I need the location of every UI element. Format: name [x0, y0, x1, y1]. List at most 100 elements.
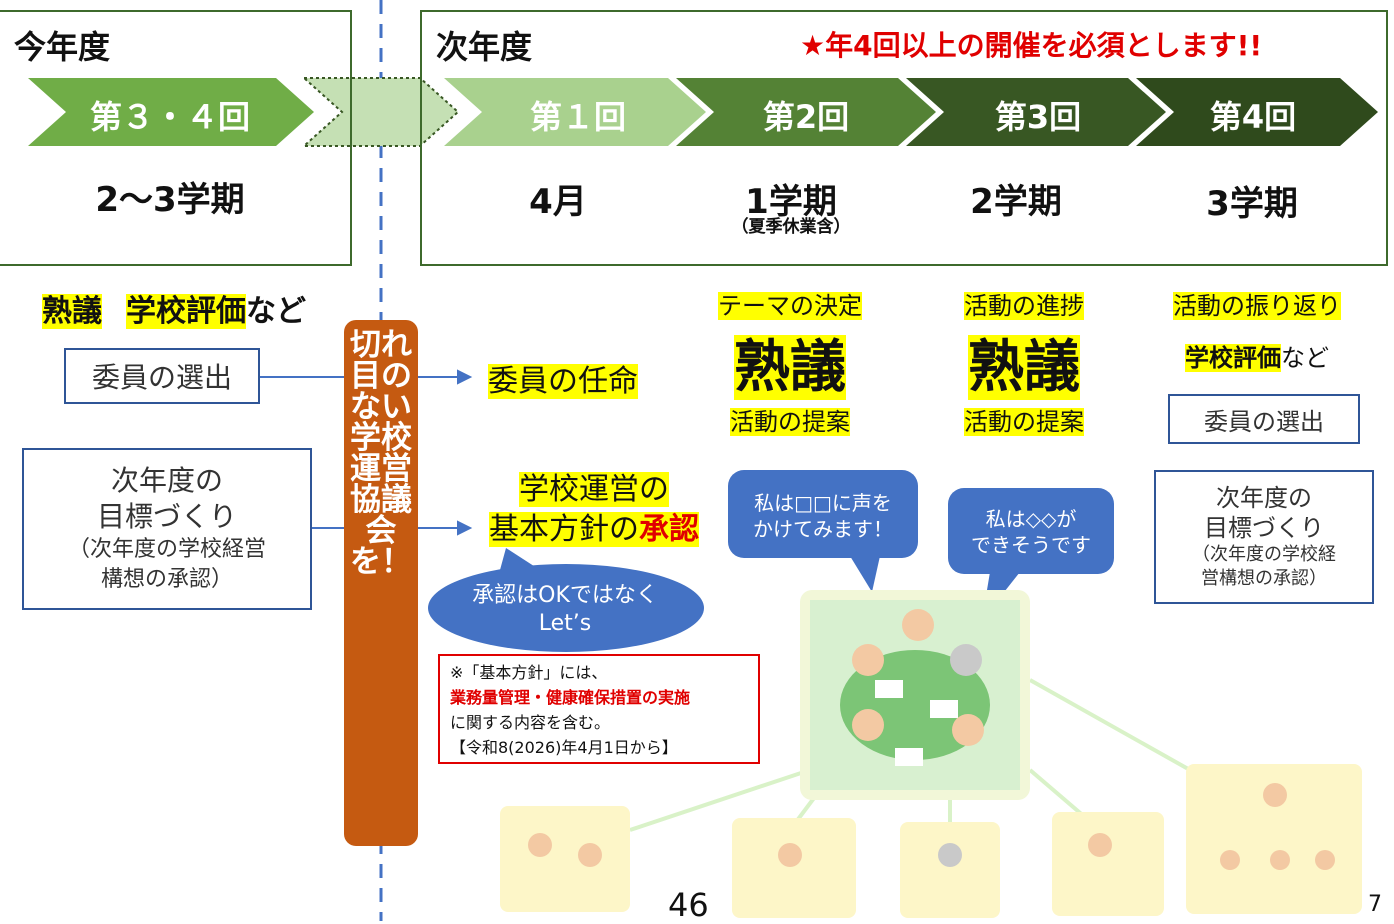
theme-decision: テーマの決定: [718, 292, 862, 320]
person-icon: [1263, 783, 1287, 807]
activity-illustration: [900, 822, 1000, 918]
activity-illustration: [732, 818, 856, 918]
round-2-deliberation: 熟議: [734, 335, 846, 400]
person-icon: [938, 843, 962, 867]
chevron-current: [28, 78, 314, 146]
goal-line-2: 目標づくり: [96, 500, 237, 533]
round-3-period: 2学期: [970, 182, 1062, 222]
round-3-bottom: 活動の提案: [924, 402, 1124, 437]
person-icon: [1088, 833, 1112, 857]
member-appointment: 委員の任命: [488, 356, 638, 400]
person-icon: [1270, 850, 1290, 870]
round-2-top: テーマの決定: [690, 286, 890, 321]
round-3-top: 活動の進捗: [924, 286, 1124, 321]
approval-bubble-text: 承認はOKではなく Let’s: [440, 582, 690, 638]
approval-bubble-tail: [500, 548, 540, 570]
round-4-goal-box: 次年度の 目標づくり （次年度の学校経 営構想の承認）: [1154, 470, 1374, 604]
left-tags: 熟議学校評価など: [42, 286, 306, 330]
round-4-member-selection-text: 委員の選出: [1204, 407, 1324, 436]
chevron-current-label: 第３・４回: [89, 98, 250, 136]
activity-illustration: [1052, 812, 1164, 916]
policy-approval-line-2b: 承認: [639, 512, 699, 547]
speech-right-line-2: できそうです: [971, 533, 1091, 557]
paper-icon: [895, 748, 923, 766]
next-year-box: [420, 10, 1388, 266]
person-icon: [952, 714, 984, 746]
continuity-banner-text: 切れ目のない学校運営協議会を！: [350, 327, 412, 580]
paper-icon: [875, 680, 903, 698]
activity-review: 活動の振り返り: [1173, 292, 1341, 320]
chevron-round-4: [1136, 78, 1378, 146]
paper-icon: [930, 700, 958, 718]
chevron-round-4-label: 第4回: [1209, 98, 1297, 136]
round-3-main: 熟議: [924, 322, 1124, 403]
policy-approval-line-1: 学校運営の: [519, 472, 669, 507]
round-4-goal-line-1: 次年度の: [1216, 484, 1312, 512]
speech-bubble-tail: [850, 556, 880, 592]
connector-line: [629, 768, 811, 832]
person-icon: [1315, 850, 1335, 870]
round-4-top: 活動の振り返り: [1150, 286, 1364, 321]
policy-note-line-4: 【令和8(2026)年4月1日から】: [450, 738, 678, 757]
chevron-round-1-label: 第１回: [529, 98, 626, 136]
approval-bubble-line-1: 承認はOKではなく: [472, 583, 658, 608]
policy-note-line-3: に関する内容を含む。: [450, 713, 611, 732]
person-icon: [902, 609, 934, 641]
policy-note-line-1: ※「基本方針」には、: [450, 663, 608, 682]
current-year-title: 今年度: [14, 28, 111, 66]
speech-bubble-right: [948, 488, 1114, 574]
chevron-round-2-label: 第2回: [762, 98, 850, 136]
person-icon: [852, 644, 884, 676]
round-3-activity-proposal: 活動の提案: [964, 408, 1084, 436]
round-4-member-selection-box: 委員の選出: [1168, 394, 1360, 444]
speech-right-line-1: 私は◇◇が: [985, 507, 1077, 531]
current-year-box: [0, 10, 352, 266]
current-period: 2～3学期: [95, 180, 245, 220]
round-2-main: 熟議: [690, 322, 890, 403]
policy-approval-line-2a: 基本方針の: [489, 512, 639, 547]
round-4-school-evaluation: 学校評価: [1185, 344, 1281, 372]
round-1-period: 4月: [529, 182, 587, 222]
next-year-title: 次年度: [436, 28, 533, 66]
approval-bubble-line-2: Let’s: [538, 611, 592, 636]
etc-text: など: [246, 294, 306, 329]
chevron-round-3: [906, 78, 1166, 146]
round-3-deliberation: 熟議: [968, 335, 1080, 400]
chevron-round-3-label: 第3回: [994, 98, 1082, 136]
policy-approval: 学校運営の 基本方針の承認: [474, 470, 714, 550]
member-selection-box: 委員の選出: [64, 348, 260, 404]
speech-left-line-1: 私は□□に声を: [754, 491, 892, 515]
round-4-goal-line-3: （次年度の学校経: [1192, 544, 1336, 565]
school-evaluation-tag: 学校評価: [126, 294, 246, 329]
person-icon: [1220, 850, 1240, 870]
round-4-eval: 学校評価など: [1150, 338, 1364, 373]
activity-illustration: [1186, 764, 1362, 914]
person-icon: [578, 843, 602, 867]
person-icon: [852, 709, 884, 741]
slide-number: 7: [1368, 892, 1382, 917]
arrow-head-icon: [457, 520, 473, 536]
chevron-round-1: [444, 78, 706, 146]
connector-line: [1029, 678, 1191, 772]
speech-right-text: 私は◇◇が できそうです: [948, 506, 1114, 558]
member-selection-text: 委員の選出: [91, 361, 232, 394]
round-2-bottom: 活動の提案: [690, 402, 890, 437]
round-4-etc: など: [1281, 344, 1329, 372]
speech-left-line-2: かけてみます！: [753, 517, 893, 541]
person-icon: [778, 843, 802, 867]
speech-bubble-left: [728, 470, 918, 558]
requirement-notice: ★年4回以上の開催を必須とします!!: [800, 29, 1263, 62]
goal-line-4: 構想の承認）: [100, 567, 233, 592]
member-appointment-text: 委員の任命: [488, 364, 638, 399]
goal-line-3: （次年度の学校経営: [67, 537, 266, 562]
round-4-period: 3学期: [1206, 184, 1298, 224]
person-icon: [528, 833, 552, 857]
goal-setting-box: 次年度の 目標づくり （次年度の学校経営 構想の承認）: [22, 448, 312, 610]
speech-left-text: 私は□□に声を かけてみます！: [728, 490, 918, 542]
approval-bubble: [428, 564, 704, 652]
policy-note-box: ※「基本方針」には、 業務量管理・健康確保措置の実施 に関する内容を含む。 【令…: [438, 654, 760, 764]
round-4-goal-line-4: 営構想の承認）: [1201, 568, 1327, 589]
continuity-banner: [344, 320, 418, 846]
deliberation-tag: 熟議: [42, 294, 102, 329]
